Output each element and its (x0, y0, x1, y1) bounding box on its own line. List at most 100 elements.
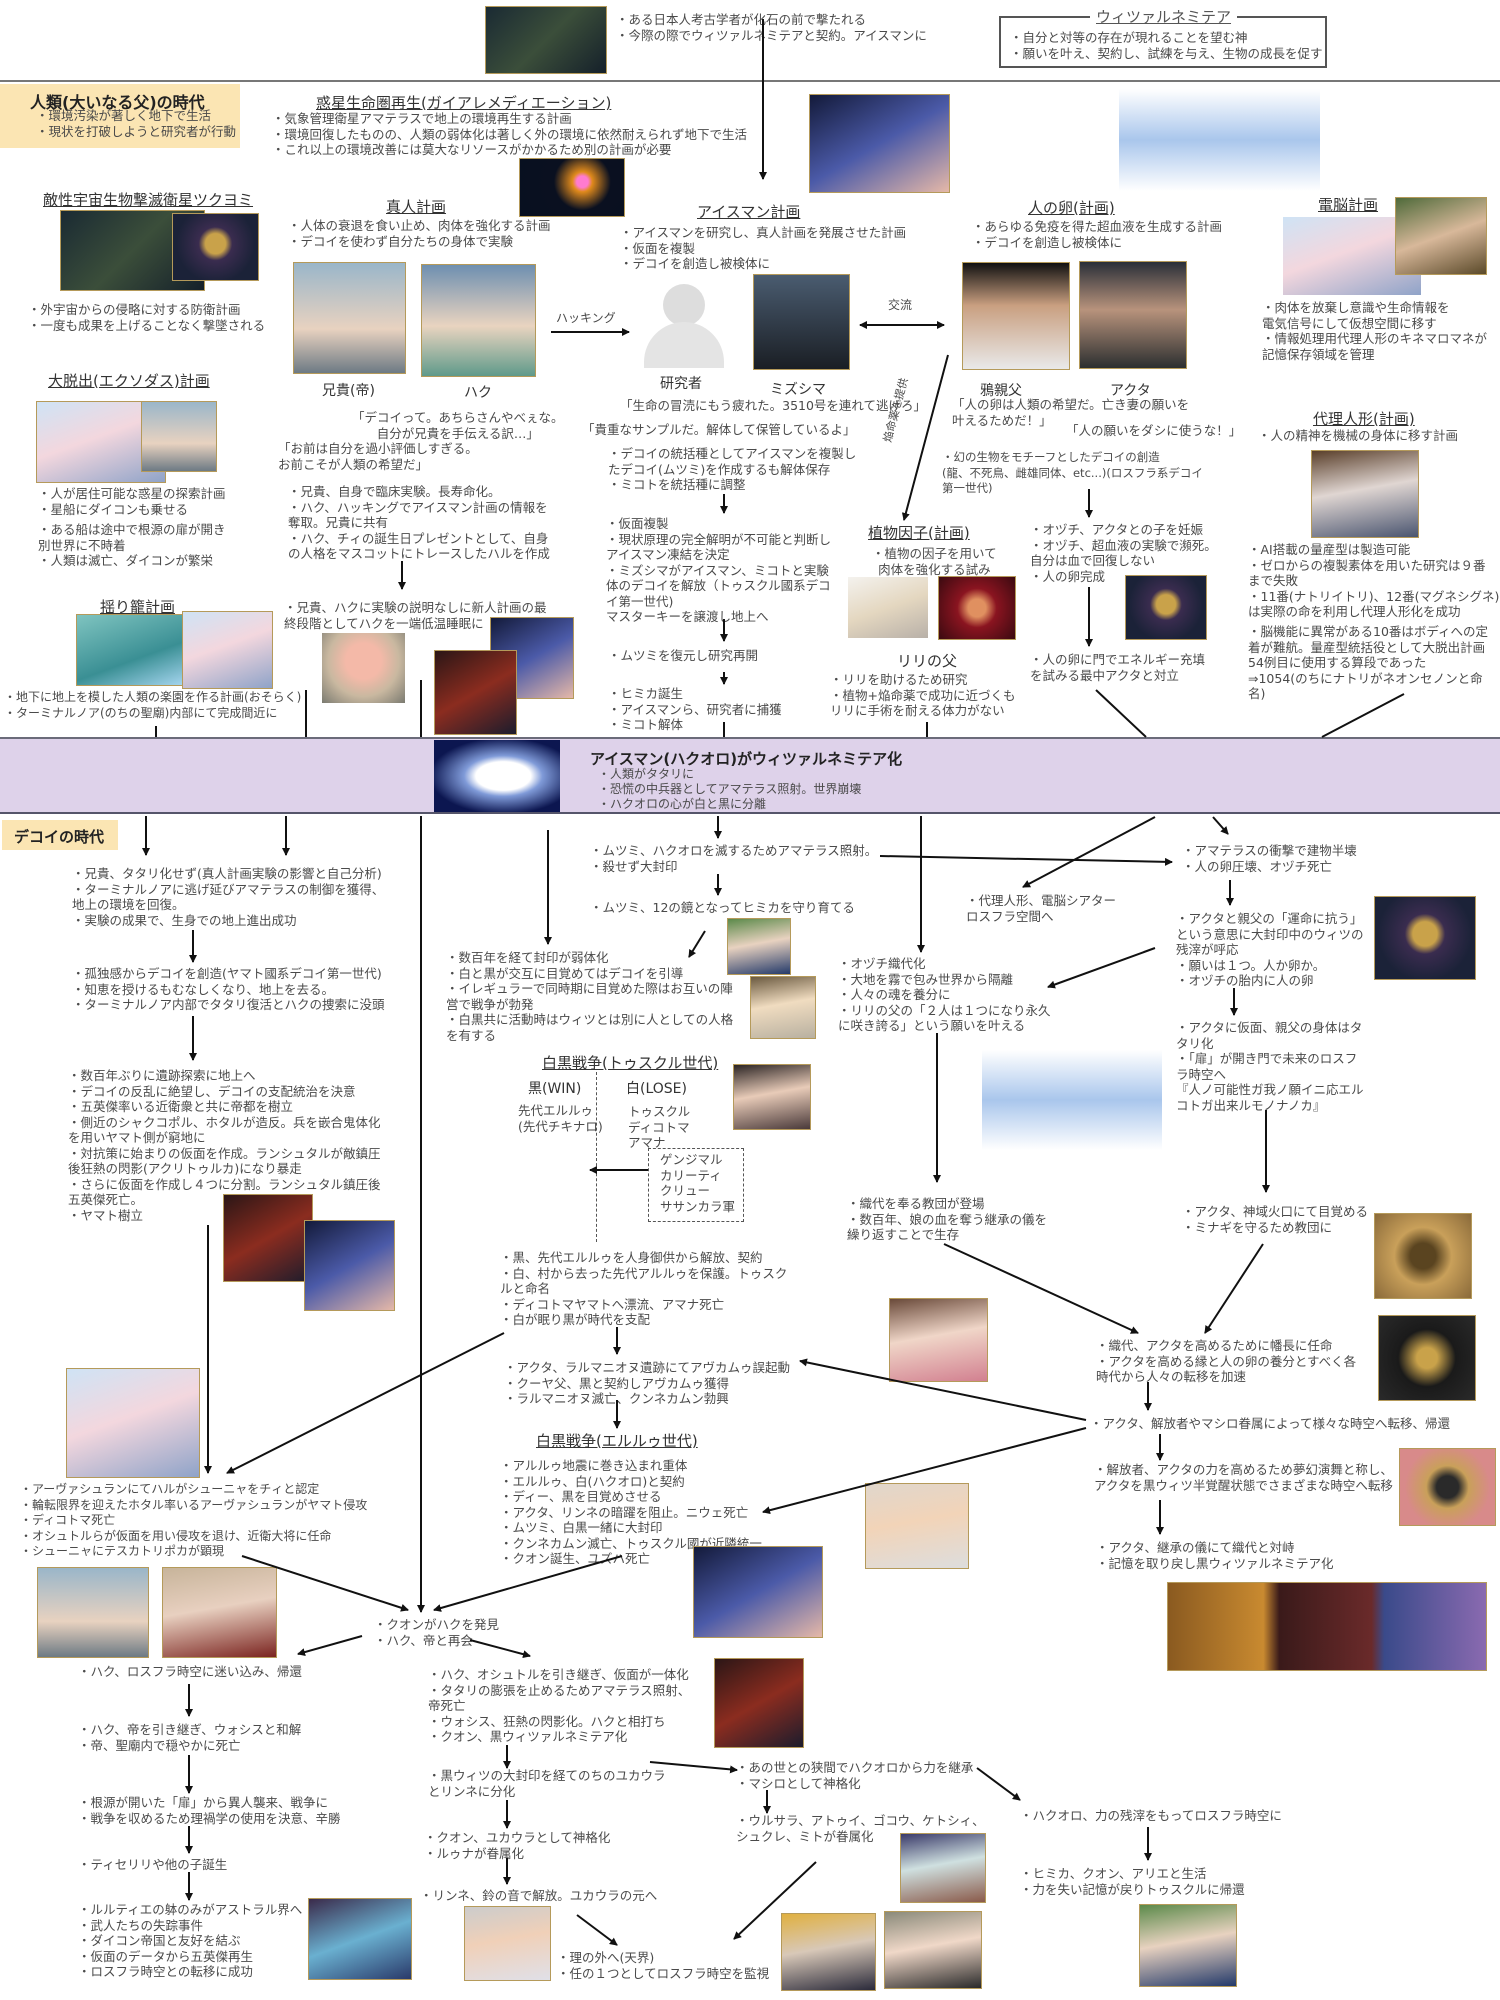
hakuoro-life-text: ・ヒミカ、クオン、アリエと生活 ・力を失い記憶が戻りトゥスクルに帰還 (1020, 1866, 1245, 1897)
proxy-title: 代理人形(計画) (1313, 410, 1415, 428)
era-humans-text: ・環境汚染が著しく地下で生活 ・現状を打破しようと研究者が行動 (36, 108, 237, 139)
proxy-bullets-2: ・脳機能に異常がある10番はボディへの定 着が難航。量産型統括役として大脱出計画… (1248, 624, 1489, 701)
arrow (241, 1555, 409, 1612)
fossil-image (485, 6, 607, 74)
haku-inherit-text: ・ハク、帝を引き継ぎ、ウォシスと和解 ・帝、聖廟内で穏やかに死亡 (78, 1722, 302, 1753)
tsukuyomi-title: 敵性宇宙生物撃滅衛星ツクヨミ (43, 191, 254, 209)
cult-text: ・織代を奉る教団が登場 ・数百年、娘の血を奪う継承の儀を 繰り返すことで生存 (847, 1196, 1048, 1242)
emblem-image-gold (1374, 1213, 1472, 1299)
witz-silhouette-image (434, 740, 560, 812)
akuta-mask-text: ・アクタに仮面、親父の身体はタ タリ化 ・「扉」が開き門で未来のロスフ ラ時空へ… (1176, 1020, 1364, 1113)
yamato-step-3: ・数百年ぶりに遺跡探索に地上へ ・デコイの反乱に絶望し、デコイの支配統治を決意 … (68, 1068, 381, 1223)
himika-image (727, 918, 791, 975)
mobius-character-image-1 (37, 1567, 149, 1658)
lili-image (848, 577, 928, 638)
emblem-triptych-image (1167, 1582, 1487, 1671)
avukamu-text: ・アクタ、ラルマニオヌ遺跡にてアヴカムゥ誤起動 ・クーヤ父、黒と契約しアヴカムゥ… (504, 1360, 791, 1406)
yukaura-text: ・クオン、ユカウラとして神格化 ・ルゥナが眷属化 (424, 1830, 611, 1861)
war-divider (596, 1072, 597, 1242)
mobius-cover-image (66, 1368, 200, 1478)
egg-step-2: ・オヅチ、アクタとの子を妊娠 ・オヅチ、超血液の実験で瀕死。 自分は血で回復しな… (1030, 522, 1217, 584)
proxy-move-text: ・代理人形、電脳シアター ロスフラ空間へ (966, 893, 1117, 924)
gaia-title: 惑星生命圏再生(ガイアレメディエーション) (316, 94, 612, 112)
era-decoy-title: デコイの時代 (14, 828, 105, 846)
iceman-cover-image (809, 94, 950, 193)
leader-text: ・織代、アクタを高めるために幡長に任命 ・アクタを高める縁と人の卵の養分とすべく… (1096, 1338, 1357, 1384)
black-members: 先代エルルゥ (先代チキナロ) (518, 1103, 603, 1134)
mutsumi-mirror-text: ・ムツミ、12の鏡となってヒミカを守り育てる (590, 900, 855, 915)
plant-text: ・植物の因子を用いて 肉体を強化する試み (872, 546, 997, 577)
lostflag-logo-image (1119, 89, 1320, 191)
seal-weaken-text: ・数百年を経て封印が弱体化 ・白と黒が交互に目覚めてはデコイを引導 ・イレギュラ… (446, 950, 734, 1043)
defectors-box (648, 1148, 744, 1222)
researcher-label: 研究者 (660, 376, 702, 392)
war-eruruu-text: ・アルルゥ地震に巻き込まれ重体 ・エルルゥ、白(ハクオロ)と契約 ・ディー、黒を… (500, 1458, 762, 1566)
iceman-step-4: ・ヒミカ誕生 ・アイスマンら、研究者に捕獲 ・ミコト解体 (608, 686, 782, 732)
character-image-8 (464, 1906, 551, 1981)
arrow (297, 1635, 363, 1656)
researcher-avatar (644, 284, 724, 368)
character-image-9 (900, 1833, 986, 1903)
akuta-portrait (1079, 261, 1187, 369)
shinjin-title: 真人計画 (386, 198, 447, 216)
tusukuru-after-text: ・黒、先代エルルゥを人身御供から解放、契約 ・白、村から去った先代アルルゥを保護… (500, 1250, 788, 1327)
father-label: 鴉親父 (980, 383, 1022, 399)
egg-emblem-image (1125, 575, 1207, 640)
cyber-image-2 (1395, 197, 1487, 275)
lili-father-label: リリの父 (897, 652, 958, 670)
gaia-text: ・気象管理衛星アマテラスで地上の環境再生する計画 ・環境回復したものの、人類の弱… (272, 111, 748, 157)
iceman-title: アイスマン計画 (697, 203, 801, 221)
arrow (976, 1767, 1021, 1801)
mobius-text: ・アーヴァシュランにてハルがシューニャをチィと認定 ・輪転限界を迎えたホタル率い… (20, 1482, 368, 1558)
black-win-label: 黒(WIN) (528, 1081, 582, 1097)
yamato-step-1: ・兄貴、タタリ化せず(真人計画実験の影響と自己分析) ・ターミナルノアに逃げ延び… (72, 866, 385, 928)
haku-label: ハク (464, 385, 492, 401)
white-members: トゥスクル ディコトマ アマナ (628, 1104, 691, 1150)
mizushima-label: ミズシマ (770, 382, 826, 398)
avatar-head-icon (663, 284, 705, 326)
haku-quote: 「デコイって。あちらさんやべぇな。 自分が兄貴を手伝える訳…」 (352, 410, 564, 441)
iceman-step-1: ・デコイの統括種としてアイスマンを複製し たデコイ(ムツミ)を作成するも解体保存… (608, 446, 857, 492)
satellite-image (519, 158, 625, 217)
arrow (1204, 1243, 1264, 1334)
hal-mascot-image (322, 633, 405, 703)
brother-portrait (293, 262, 406, 374)
kuon-find-text: ・クオンがハクを発見 ・ハク、帝と再会 (374, 1617, 500, 1648)
plant-supply-arrow (901, 354, 949, 521)
split-text: ・黒ウィツの大封印を経てのちのユカウラ とリンネに分化 (428, 1768, 666, 1799)
event-text: ・人類がタタリに ・恐慌の中兵器としてアマテラス照射。世界崩壊 ・ハクオロの心が… (598, 767, 862, 811)
cover-image-5 (714, 1658, 804, 1748)
proxy-text: ・人の精神を機械の身体に移す計画 (1258, 428, 1459, 443)
resist-fate-text: ・アクタと親父の「運命に抗う」 という意思に大封印中のウィツの 残滓が呼応 ・願… (1176, 911, 1364, 988)
character-image-7 (308, 1898, 412, 1980)
witz-text: ・自分と対等の存在が現れることを望む神 ・願いを叶え、契約し、試練を与え、生物の… (1010, 30, 1323, 61)
proxy-bullets: ・AI搭載の量産型は製造可能 ・ゼロからの複製素体を用いた研究は９番 まで失敗 … (1248, 542, 1500, 619)
exodus-text-2: ・ある船は途中で根源の扉が開き 別世界に不時着 ・人類は滅亡、ダイコンが繁栄 (38, 522, 226, 568)
mutsumi-seal-text: ・ムツミ、ハクオロを滅するためアマテラス照射。 ・殺せず大封印 (590, 843, 878, 874)
kuon-image (733, 1064, 811, 1130)
cyber-title: 電脳計画 (1318, 196, 1379, 214)
amaterasu-impact-text: ・アマテラスの衝撃で建物半壊 ・人の卵圧壊、オヅチ死亡 (1182, 843, 1357, 874)
mobius-character-image-2 (162, 1567, 277, 1658)
mutsumi-image (750, 976, 816, 1039)
intro-text: ・ある日本人考古学者が化石の前で撃たれる ・今際の際でウィツァルネミテアと契約。… (616, 12, 927, 43)
haku-lf-text: ・ハク、ロスフラ時空に迷い込み、帰還 (78, 1664, 302, 1679)
arrow (943, 1243, 1139, 1334)
plant-title: 植物因子(計画) (868, 524, 970, 542)
arrow (1212, 816, 1229, 835)
shinjin-bullets: ・兄貴、自身で臨床実験。長寿命化。 ・ハク、ハッキングでアイスマン計画の情報を … (288, 484, 550, 561)
arrow (576, 1914, 618, 1946)
shinjin-next: ・兄貴、ハクに実験の説明なしに新人計画の最 終段階としてハクを一端低温睡眠に (284, 600, 547, 631)
plant-emblem-image (938, 576, 1016, 640)
tsukuyomi-emblem-image (172, 213, 259, 281)
arrow (799, 1358, 1087, 1421)
emblem-image-black (1378, 1315, 1476, 1401)
exodus-title: 大脱出(エクソダス)計画 (48, 372, 210, 390)
emblem-image-12 (1374, 896, 1476, 980)
akuta-quote: 「人の願いをダシに使うな！」 (1066, 423, 1242, 438)
akuta-wake-text: ・アクタ、神域火口にて目覚める ・ミナギを守るため教団に (1182, 1204, 1369, 1235)
proxy-image (1311, 450, 1419, 538)
emblem-image-red (1399, 1448, 1496, 1526)
arrow (688, 930, 706, 958)
exchange-label: 交流 (888, 298, 913, 312)
